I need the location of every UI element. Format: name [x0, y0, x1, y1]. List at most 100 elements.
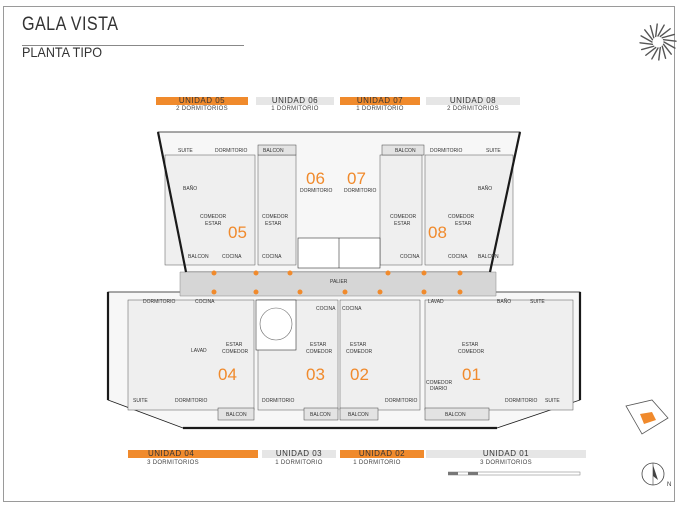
unit-bar-fill	[156, 97, 248, 105]
room-balcon-03: BALCON	[310, 412, 331, 418]
unit-number-04: 04	[218, 365, 237, 384]
title-divider	[22, 45, 244, 46]
unit-rooms: 3 DORMITORIOS	[147, 460, 199, 466]
unit-07-area	[379, 154, 423, 266]
unit-number-01: 01	[462, 365, 481, 384]
logo-ray	[651, 47, 659, 60]
room-estar-05: ESTAR	[205, 221, 222, 227]
palier-corridor	[179, 271, 497, 297]
unit-name: UNIDAD 07	[356, 96, 404, 105]
unit-name: UNIDAD 05	[178, 96, 226, 105]
unit-number-02: 02	[350, 365, 369, 384]
room-suite-01b: SUITE	[545, 398, 560, 404]
room-dormitorio-03: DORMITORIO	[262, 398, 295, 404]
room-lavad-01: LAVAD	[428, 299, 444, 305]
logo-ray	[649, 24, 655, 39]
room-comedor-07: COMEDOR	[390, 214, 417, 220]
logo-ray	[661, 45, 667, 60]
north-arrow-icon: N	[641, 462, 671, 488]
balcon-bottom-02	[339, 407, 379, 421]
unit-name: UNIDAD 08	[449, 96, 497, 105]
unit-rooms: 1 DORMITORIO	[353, 460, 401, 466]
unit-bar-fill	[426, 97, 520, 105]
unit-label-04: UNIDAD 04	[128, 450, 258, 458]
room-balcon-06: BALCON	[263, 148, 284, 154]
unit-rooms: 2 DORMITORIOS	[447, 106, 499, 112]
room-dormitorio-01: DORMITORIO	[505, 398, 538, 404]
logo-ray	[662, 43, 672, 55]
logo-ray	[655, 23, 658, 38]
room-cocina-03: COCINA	[316, 306, 336, 312]
logo-ray	[659, 28, 671, 38]
room-balcon-07: BALCON	[395, 148, 416, 154]
room-estar-08: ESTAR	[455, 221, 472, 227]
room-estar-03: ESTAR	[310, 342, 327, 348]
room-dormitorio-05: DORMITORIO	[215, 148, 248, 154]
room-palier: PALIER	[330, 279, 348, 285]
room-comedor-08: COMEDOR	[448, 214, 475, 220]
logo-ray	[658, 46, 661, 61]
unit-number-06: 06	[306, 169, 325, 188]
page-title: GALA VISTA	[22, 14, 119, 35]
room-estar-04: ESTAR	[226, 342, 243, 348]
room-balcon-02: BALCON	[348, 412, 369, 418]
room-bano-01: BAÑO	[497, 298, 511, 305]
room-suite-05: SUITE	[178, 148, 193, 154]
room-cocina-05: COCINA	[222, 254, 242, 260]
unit-bar-fill	[262, 450, 336, 458]
room-lavad-04: LAVAD	[191, 348, 207, 354]
unit-05-area	[164, 154, 256, 266]
room-dormitorio-07: DORMITORIO	[344, 188, 377, 194]
room-balcon-05: BALCON	[188, 254, 209, 260]
unit-label-08: UNIDAD 08	[426, 97, 520, 105]
unit-label-01: UNIDAD 01	[426, 450, 586, 458]
room-comedor-diario-01: COMEDOR	[426, 380, 453, 386]
unit-label-03: UNIDAD 03	[262, 450, 336, 458]
unit-name: UNIDAD 03	[275, 449, 323, 458]
unit-label-02: UNIDAD 02	[340, 450, 424, 458]
room-comedor-06: COMEDOR	[262, 214, 289, 220]
unit-rooms: 3 DORMITORIOS	[480, 460, 532, 466]
unit-bar-fill	[340, 97, 420, 105]
room-comedor-03: COMEDOR	[306, 349, 333, 355]
balcon-top-06	[257, 144, 297, 156]
room-cocina-08: COCINA	[448, 254, 468, 260]
unit-number-08: 08	[428, 223, 447, 242]
logo-ray	[640, 45, 655, 51]
room-diario-01: DIARIO	[430, 386, 447, 392]
unit-number-07: 07	[347, 169, 366, 188]
unit-label-06: UNIDAD 06	[256, 97, 334, 105]
room-bano-08: BAÑO	[478, 185, 492, 192]
room-cocina-07: COCINA	[400, 254, 420, 260]
room-dormitorio-04: DORMITORIO	[143, 299, 176, 305]
room-comedor-02: COMEDOR	[346, 349, 373, 355]
unit-bar-fill	[128, 450, 258, 458]
balcon-bottom-03	[303, 407, 339, 421]
unit-rooms: 1 DORMITORIO	[271, 106, 319, 112]
unit-label-07: UNIDAD 07	[340, 97, 420, 105]
balcon-top-07	[381, 144, 425, 156]
room-suite-04: SUITE	[133, 398, 148, 404]
unit-number-03: 03	[306, 365, 325, 384]
room-balcon-04: BALCON	[226, 412, 247, 418]
unit-label-05: UNIDAD 05	[156, 97, 248, 105]
room-estar-01: ESTAR	[462, 342, 479, 348]
stair-core	[255, 299, 297, 351]
room-balcon-08: BALCON	[478, 254, 499, 260]
room-comedor-04: COMEDOR	[222, 349, 249, 355]
unit-name: UNIDAD 01	[482, 449, 530, 458]
room-dormitorio-08: DORMITORIO	[430, 148, 463, 154]
logo-ray	[662, 39, 677, 42]
logo-ray	[663, 41, 676, 49]
room-suite-08: SUITE	[486, 148, 501, 154]
site-keyplan-icon	[625, 399, 669, 435]
unit-06-area	[257, 154, 297, 266]
room-cocina-06: COCINA	[262, 254, 282, 260]
sunburst-logo-icon	[639, 23, 677, 61]
room-bano-05: BAÑO	[183, 185, 197, 192]
balcon-bottom-01	[424, 407, 490, 421]
logo-ray	[640, 35, 653, 43]
logo-ray	[661, 33, 676, 39]
logo-ray	[644, 29, 654, 41]
unit-rooms: 1 DORMITORIO	[275, 460, 323, 466]
